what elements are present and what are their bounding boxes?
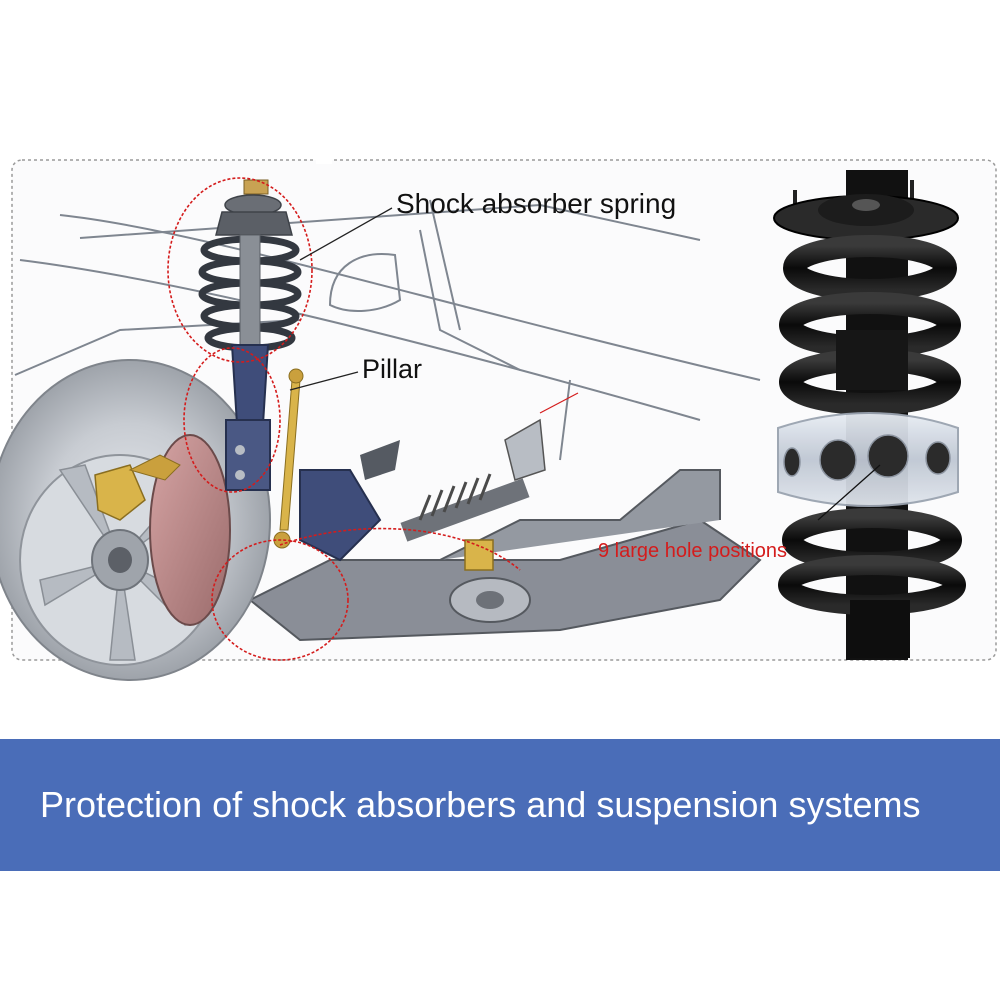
arm-callout-arc xyxy=(279,527,521,571)
caption-banner: Protection of shock absorbers and suspen… xyxy=(0,739,1000,871)
banner-text: Protection of shock absorbers and suspen… xyxy=(40,784,921,825)
strut-assembly-illustration xyxy=(198,179,304,549)
spring-leader-line xyxy=(299,207,393,261)
pillar-callout-circle xyxy=(183,347,281,493)
suspension-illustration xyxy=(0,159,997,681)
red-tick-mark xyxy=(539,392,579,414)
shock-absorber-spring-label: Shock absorber spring xyxy=(396,188,677,219)
coil-spring-buffer-photo xyxy=(773,170,966,660)
wheel-hub-illustration xyxy=(0,359,271,681)
leader-lines xyxy=(289,207,393,391)
callout-circles xyxy=(167,177,521,661)
spring-callout-circle xyxy=(167,177,313,363)
lower-control-arm xyxy=(248,469,762,642)
arm-callout-circle xyxy=(211,539,349,661)
holes-leader-line xyxy=(817,464,881,521)
pillar-leader-line xyxy=(289,371,359,391)
steering-rack xyxy=(360,418,546,571)
hole-positions-label: 9 large hole positions xyxy=(598,540,788,562)
pillar-label: Pillar xyxy=(362,354,423,384)
